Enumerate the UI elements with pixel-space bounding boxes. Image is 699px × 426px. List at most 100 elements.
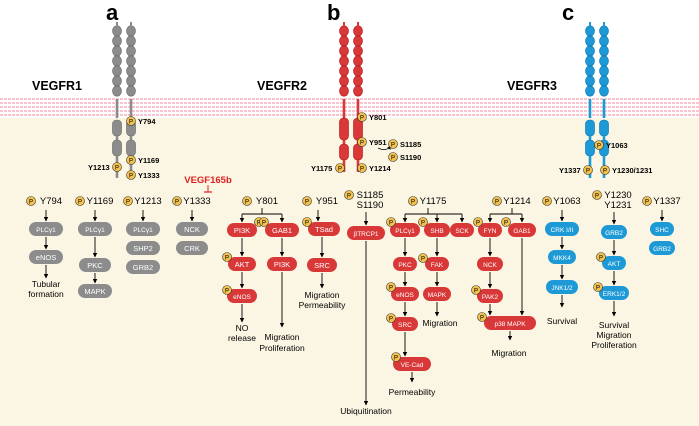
outcome-text: Proliferation [259, 343, 305, 353]
receptor-label-vegfr3: VEGFR3 [507, 79, 557, 93]
node-label: SHP2 [133, 244, 153, 253]
svg-text:P: P [360, 167, 364, 173]
transmembrane-segment [356, 99, 360, 118]
protein-node: FYN [478, 223, 502, 237]
node-pill [126, 241, 160, 255]
ig-domain [126, 35, 136, 47]
phospho-icon: P [26, 196, 36, 206]
kinase-linker [129, 136, 133, 140]
node-label: PLCγ1 [85, 227, 105, 234]
ig-domain [339, 25, 349, 37]
protein-node: AKT [602, 256, 626, 270]
ig-domain [599, 35, 609, 47]
site-label: Y1337 [559, 166, 581, 175]
outcome-text: Survival [547, 316, 577, 326]
node-label: GRB2 [605, 230, 623, 237]
phospho-letter: P [495, 200, 499, 206]
node-pill [508, 223, 536, 237]
node-pill [265, 223, 299, 237]
protein-node: GRB2 [601, 225, 627, 239]
site-label: S1185 [400, 140, 421, 149]
node-label: GRB2 [133, 263, 153, 272]
ig-domain [599, 45, 609, 57]
node-label: βTRCP1 [353, 231, 378, 238]
ig-domain [353, 75, 363, 87]
node-pill [424, 223, 450, 237]
site-label: Y1230/1231 [612, 166, 652, 175]
node-pill [267, 257, 297, 271]
ig-domain [112, 35, 122, 47]
transmembrane-segment [115, 99, 119, 118]
node-pill [477, 289, 503, 303]
phospho-icon: P [344, 190, 354, 200]
node-pill [650, 222, 674, 236]
phospho-letter: P [504, 221, 508, 227]
phospho-icon: P [642, 196, 652, 206]
phospho-letter: P [421, 221, 425, 227]
node-label: p38 MAPK [494, 321, 526, 328]
outcome-text: release [228, 333, 256, 343]
transmembrane-segment [129, 99, 133, 118]
site-header: P Y1337 [642, 196, 681, 207]
ig-domain [599, 85, 609, 97]
receptor-label-vegfr2: VEGFR2 [257, 79, 307, 93]
protein-node: SHB [424, 223, 450, 237]
node-pill [602, 256, 626, 270]
ig-domain [585, 45, 595, 57]
outcome-text: Tubular [32, 279, 61, 289]
vegfr2-site-labels: P Y801 P Y951 P S1185 P S1190 Y1175 P P … [311, 112, 421, 173]
protein-node: NCK [176, 222, 208, 236]
node-label: NCK [483, 262, 497, 269]
phospho-icon: P [471, 285, 481, 295]
protein-node: MAPK [423, 287, 451, 301]
phospho-letter: P [126, 200, 130, 206]
ig-domain [112, 65, 122, 77]
phospho-icon: P [418, 217, 428, 227]
node-pill [126, 222, 160, 236]
phospho-letter: P [421, 257, 425, 263]
panel-letter-b: b [327, 0, 340, 25]
site-label: Y1175 [311, 164, 332, 173]
svg-text:P: P [391, 156, 395, 162]
site-label: S1190 [400, 153, 421, 162]
kinase-domain [599, 119, 609, 137]
phospho-icon: P [242, 196, 252, 206]
svg-text:P: P [603, 169, 607, 175]
site-text: Y1337 [653, 196, 680, 207]
node-label: PLCγ1 [36, 227, 56, 234]
transmembrane-segment [588, 99, 592, 118]
transmembrane-segment [342, 99, 346, 118]
ig-domain [126, 85, 136, 97]
node-pill [29, 222, 63, 236]
phospho-letter: P [599, 256, 603, 262]
phospho-letter: P [645, 200, 649, 206]
protein-node: βTRCP1 [347, 226, 385, 240]
svg-text:P: P [129, 174, 133, 180]
phospho-letter: P [175, 200, 179, 206]
phospho-icon [112, 162, 122, 172]
ig-domain [126, 75, 136, 87]
node-pill [78, 222, 112, 236]
phospho-letter: P [305, 221, 309, 227]
outcome-text: Migration [492, 348, 527, 358]
outcome-text: NO [236, 323, 249, 333]
node-label: PLCγ1 [395, 228, 415, 235]
ig-domain [339, 75, 349, 87]
phospho-icon: P [75, 196, 85, 206]
outcome-text: Ubiquitination [340, 406, 392, 416]
node-label: GAB1 [272, 226, 292, 235]
node-pill [347, 226, 385, 240]
node-pill [649, 241, 675, 255]
kinase-domain [112, 139, 122, 157]
node-label: SHB [430, 228, 443, 235]
outcome-text: Permeability [389, 387, 437, 397]
ig-domain [585, 55, 595, 67]
node-label: GAB1 [513, 228, 531, 235]
node-pill [308, 222, 340, 236]
ig-domain [599, 75, 609, 87]
node-pill [227, 289, 257, 303]
vegfr1-site-labels: P Y794 Y1213 P P Y1169 P Y1333 [88, 116, 160, 180]
